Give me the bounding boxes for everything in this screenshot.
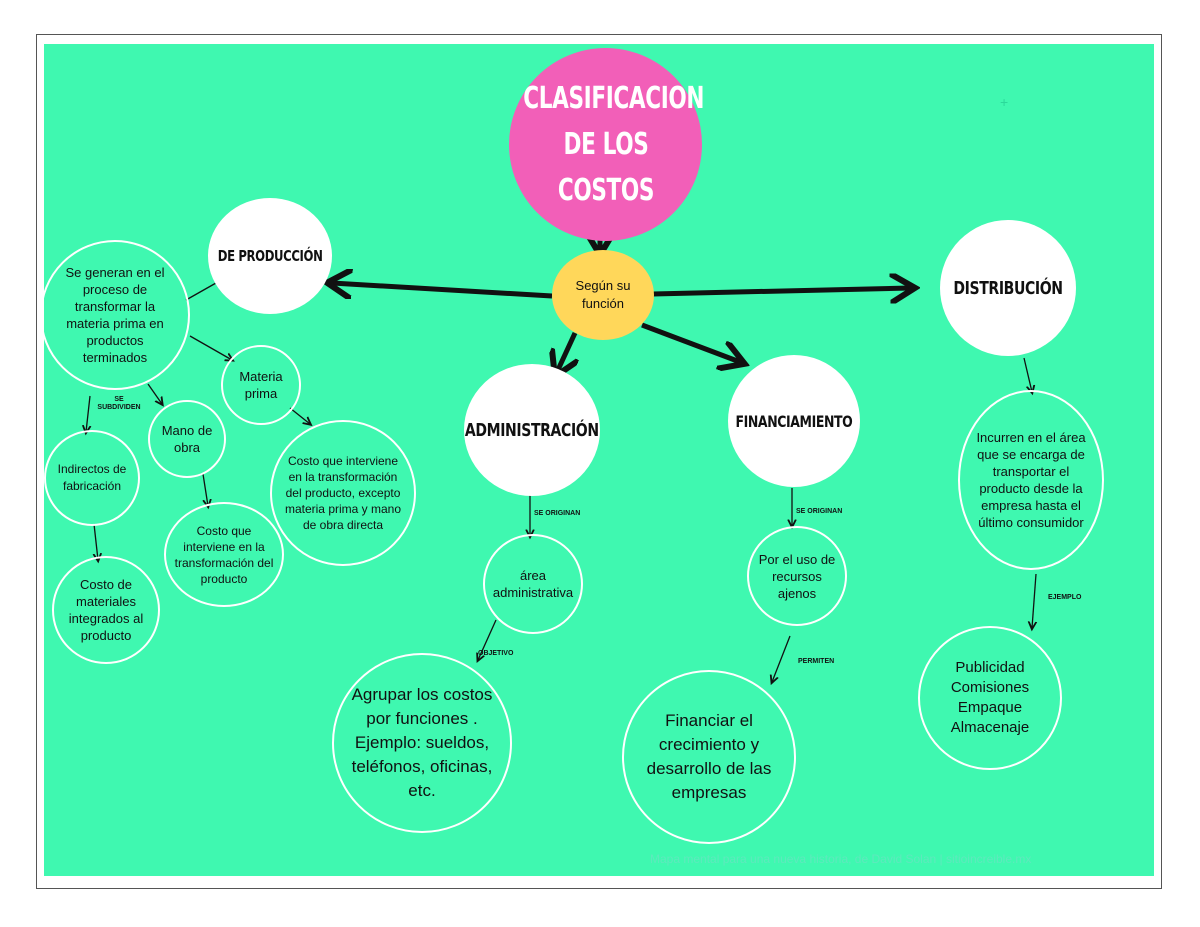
label-ejemplo: EJEMPLO	[1048, 594, 1082, 601]
administracion-objetivo[interactable]: Agrupar los costos por funciones . Ejemp…	[332, 653, 512, 833]
footer-credit: Mapa mental para una nueva historia, de …	[650, 852, 1032, 866]
financiamiento-permiten[interactable]: Financiar el crecimiento y desarrollo de…	[622, 670, 796, 844]
administracion-objetivo-text: Agrupar los costos por funciones . Ejemp…	[351, 685, 493, 800]
administracion-area[interactable]: área administrativa	[483, 534, 583, 634]
materia-prima-text: Materia prima	[239, 369, 283, 401]
mano-obra-detalle-text: Costo que interviene en la transformació…	[174, 523, 274, 586]
produccion-mano-obra-detalle[interactable]: Costo que interviene en la transformació…	[164, 502, 284, 607]
mano-obra-text: Mano de obra	[161, 423, 213, 455]
produccion-materia-prima-detalle[interactable]: Costo que interviene en la transformació…	[270, 420, 416, 566]
produccion-materia-prima[interactable]: Materia prima	[221, 345, 301, 425]
distribucion-descripcion[interactable]: Incurren en el área que se encarga de tr…	[958, 390, 1104, 570]
label-se-originan-admin: SE ORIGINAN	[534, 510, 581, 517]
branch-administracion[interactable]: ADMINISTRACIÓN	[464, 364, 600, 496]
label-se-originan-fin: SE ORIGINAN	[796, 508, 843, 515]
produccion-mano-obra[interactable]: Mano de obra	[148, 400, 226, 478]
center-text: Según su función	[575, 278, 631, 311]
indirectos-text: Indirectos de fabricación	[57, 462, 127, 493]
branch-produccion[interactable]: DE PRODUCCIÓN	[208, 198, 332, 314]
title-text: CLASIFICACION DE LOS COSTOS	[522, 80, 704, 208]
financiamiento-uso-text: Por el uso de recursos ajenos	[758, 551, 836, 601]
label-se-subdividen: SE SUBDIVIDEN	[97, 396, 141, 411]
area-administrativa-text: área administrativa	[492, 568, 574, 600]
produccion-indirectos[interactable]: Indirectos de fabricación	[44, 430, 140, 526]
center-node[interactable]: Según su función	[552, 250, 654, 340]
materia-prima-detalle-text: Costo que interviene en la transformació…	[284, 454, 402, 532]
distribucion-descripcion-text: Incurren en el área que se encarga de tr…	[976, 430, 1086, 530]
label-objetivo: OBJETIVO	[478, 650, 514, 657]
branch-administracion-label: ADMINISTRACIÓN	[465, 419, 599, 441]
branch-financiamiento-label: FINANCIAMIENTO	[735, 411, 853, 431]
financiamiento-permiten-text: Financiar el crecimiento y desarrollo de…	[646, 711, 772, 802]
branch-produccion-label: DE PRODUCCIÓN	[217, 247, 323, 265]
plus-icon: +	[1000, 94, 1009, 110]
indirectos-detalle-text: Costo de materiales integrados al produc…	[68, 577, 144, 643]
produccion-descripcion-text: Se generan en el proceso de transformar …	[65, 265, 165, 365]
distribucion-ejemplos[interactable]: Publicidad Comisiones Empaque Almacenaje	[918, 626, 1062, 770]
title-node[interactable]: CLASIFICACION DE LOS COSTOS	[509, 48, 704, 241]
branch-distribucion[interactable]: DISTRIBUCIÓN	[940, 220, 1076, 356]
distribucion-ejemplos-text: Publicidad Comisiones Empaque Almacenaje	[950, 659, 1030, 736]
financiamiento-uso[interactable]: Por el uso de recursos ajenos	[747, 526, 847, 626]
label-permiten: PERMITEN	[798, 658, 835, 665]
branch-distribucion-label: DISTRIBUCIÓN	[953, 277, 1063, 299]
produccion-indirectos-detalle[interactable]: Costo de materiales integrados al produc…	[52, 556, 160, 664]
branch-financiamiento[interactable]: FINANCIAMIENTO	[728, 355, 860, 487]
produccion-descripcion[interactable]: Se generan en el proceso de transformar …	[40, 240, 190, 390]
